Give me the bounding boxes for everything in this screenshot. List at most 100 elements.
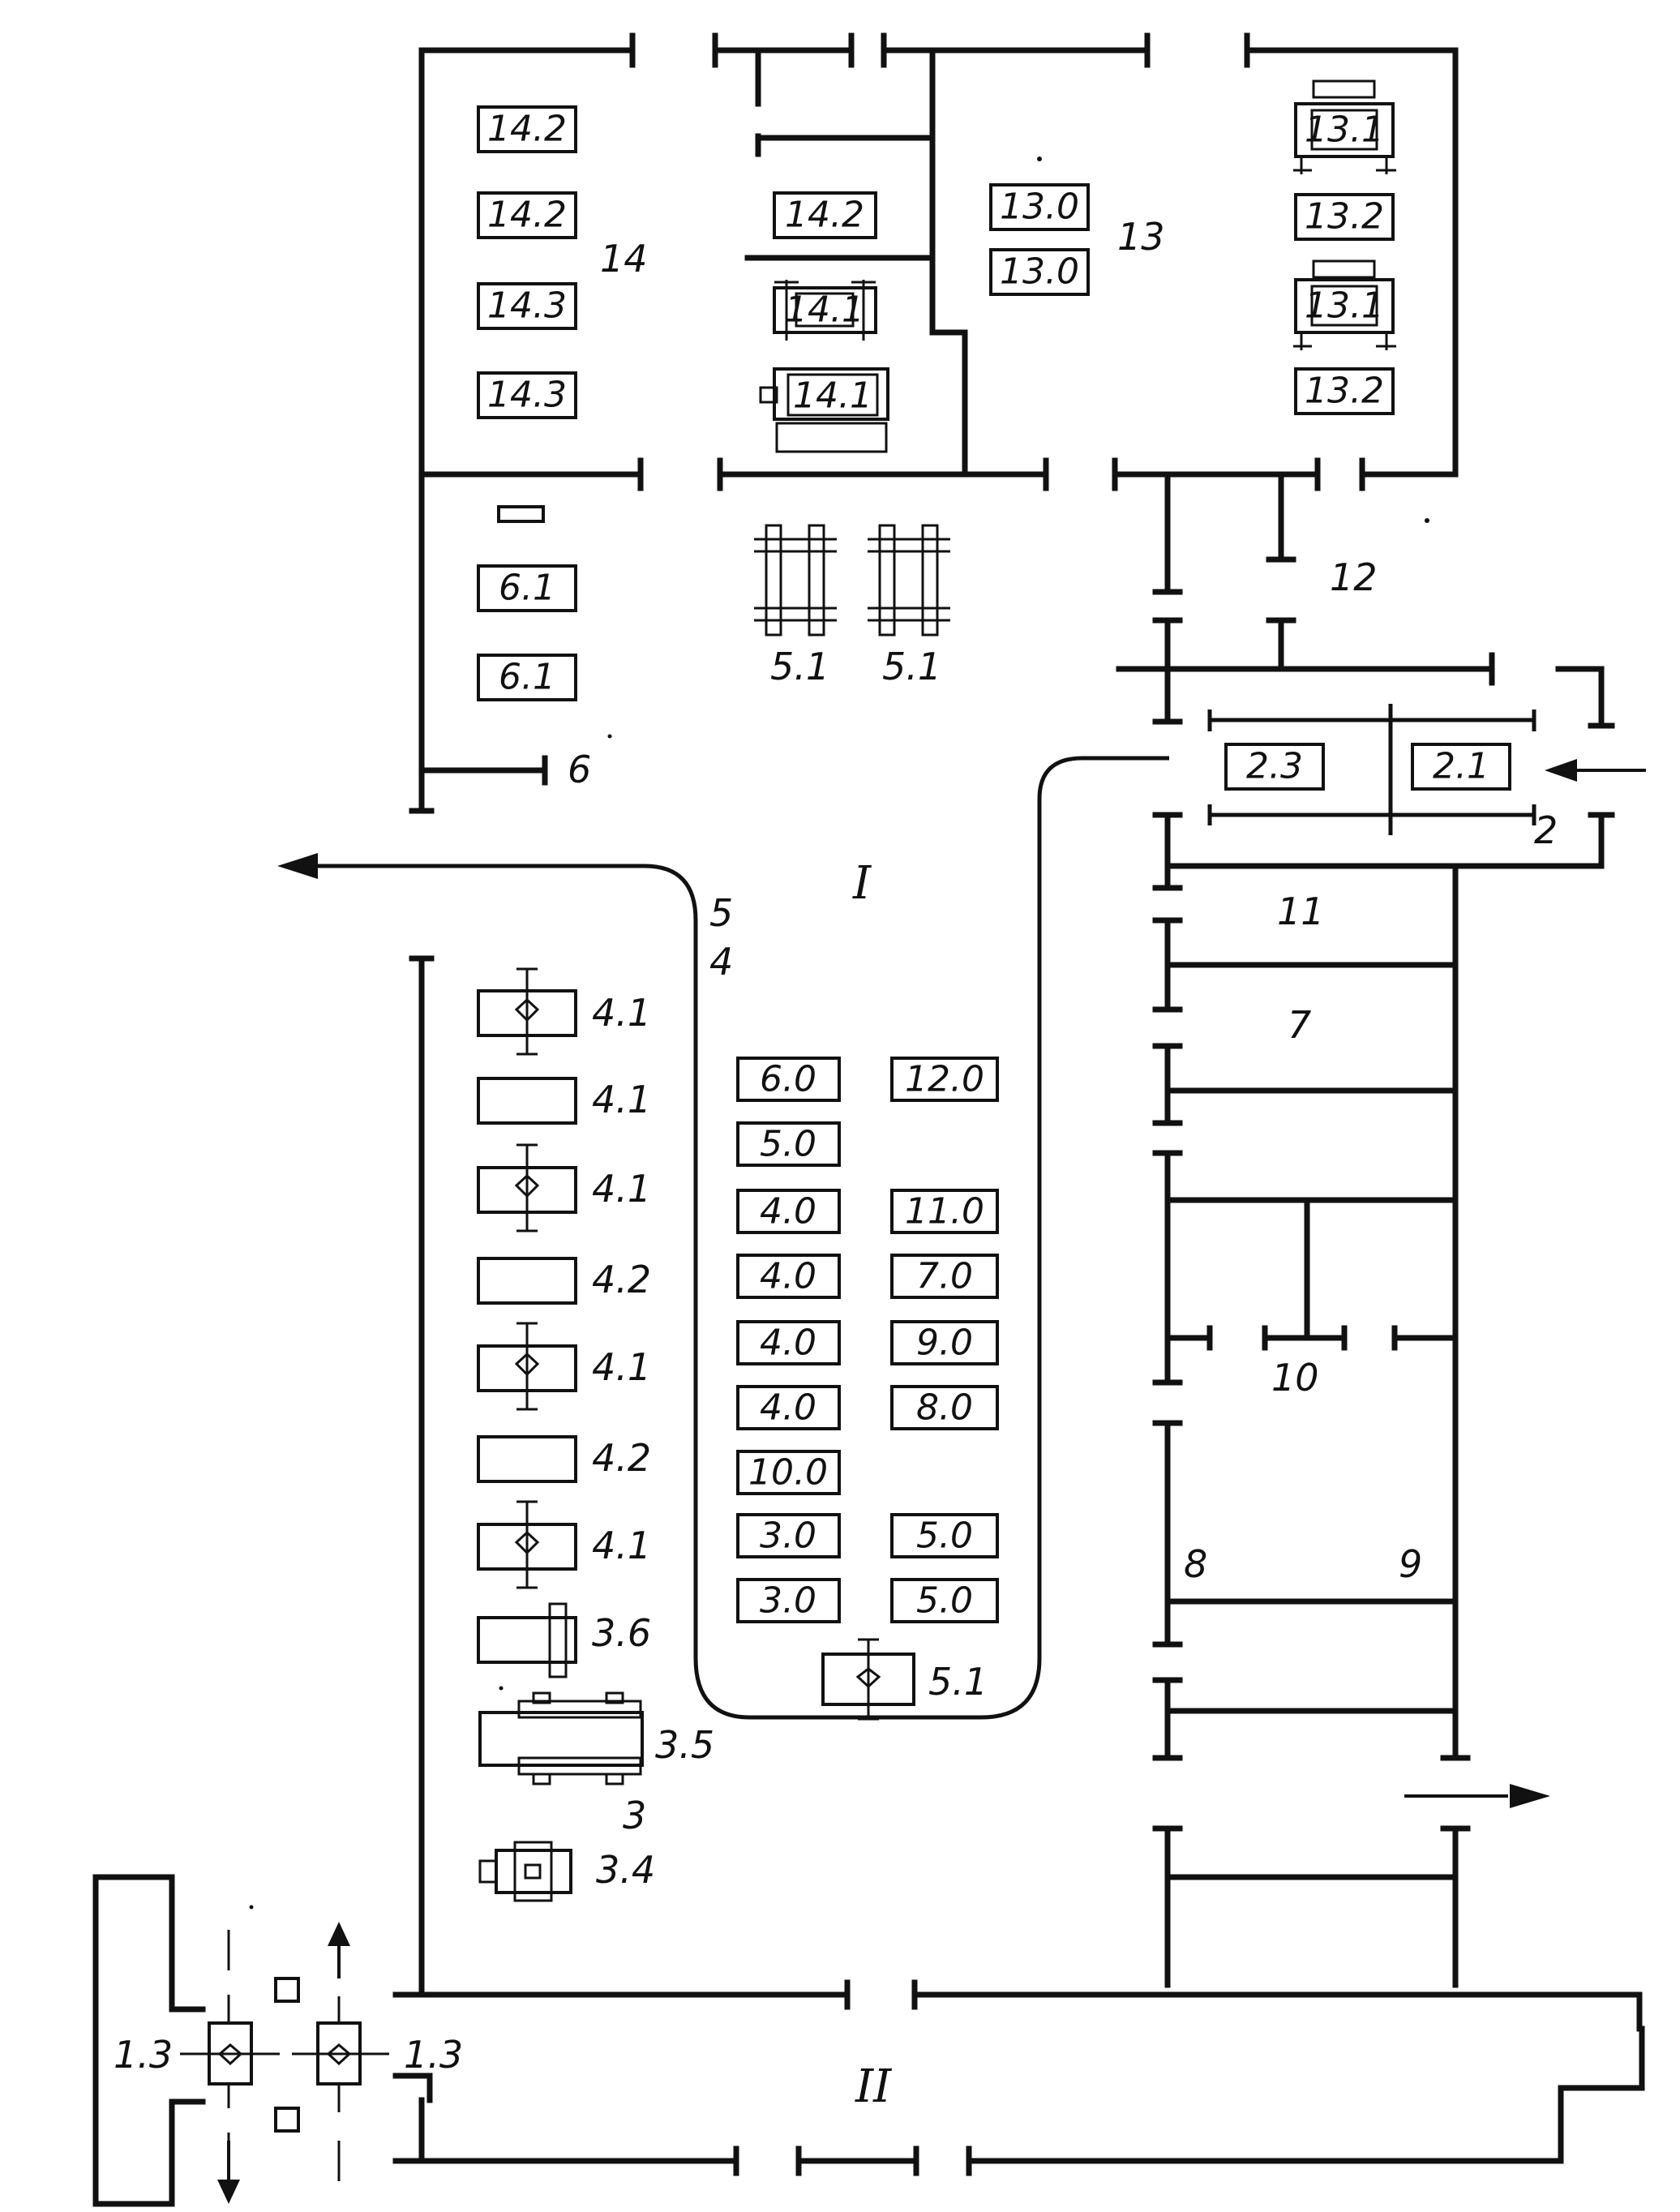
equipment-box[interactable] bbox=[890, 1057, 999, 1102]
equipment-label: 11.0 bbox=[905, 1191, 984, 1232]
machine-label: 4.1 bbox=[592, 1524, 651, 1567]
machine-top bbox=[1312, 79, 1376, 99]
machine-feet bbox=[1293, 332, 1396, 350]
machine-label: 3.6 bbox=[592, 1611, 651, 1655]
equipment-box[interactable] bbox=[773, 191, 877, 239]
center-equipment-right: 12.0 11.0 7.0 9.0 8.0 5.0 5.0 bbox=[890, 1057, 999, 1623]
arrow-left-icon bbox=[1545, 759, 1577, 782]
equipment-box[interactable] bbox=[736, 1057, 841, 1102]
wall-6-bottom bbox=[418, 755, 548, 786]
machine-4-1[interactable] bbox=[477, 967, 577, 1056]
rail-left bbox=[878, 524, 896, 637]
machine-label: 1.3 bbox=[114, 2033, 173, 2077]
equipment-label: 4.0 bbox=[760, 1256, 816, 1297]
equipment-box[interactable] bbox=[736, 1513, 841, 1558]
machine-3-4[interactable] bbox=[478, 1841, 572, 1902]
equipment-box[interactable] bbox=[477, 191, 577, 239]
equipment-label: 14.1 bbox=[793, 375, 872, 417]
equipment-label: 10.0 bbox=[748, 1452, 828, 1494]
equipment-box[interactable] bbox=[477, 371, 577, 419]
machine-box[interactable] bbox=[477, 1077, 577, 1125]
machine-bolt bbox=[532, 1773, 551, 1785]
arrow-down-icon bbox=[217, 2180, 240, 2204]
area-II-label: II bbox=[855, 2060, 893, 2113]
equipment-box[interactable] bbox=[736, 1450, 841, 1495]
zone-14-equipment: 14.2 14.2 14.3 14.3 14.2 14.1 14.1 bbox=[477, 105, 889, 453]
rail-cart[interactable] bbox=[754, 524, 837, 637]
zone-13-label: 13 bbox=[1117, 215, 1165, 259]
machine-3-6[interactable] bbox=[477, 1602, 577, 1678]
equipment-box[interactable] bbox=[736, 1121, 841, 1167]
machine-box[interactable] bbox=[773, 367, 889, 421]
machine-frame bbox=[774, 280, 876, 341]
machine-1-3[interactable] bbox=[292, 1996, 389, 2112]
machine-symbol-icon bbox=[855, 1638, 881, 1721]
equipment-box[interactable] bbox=[736, 1578, 841, 1623]
rail-ties bbox=[868, 538, 950, 622]
machine-3-5[interactable] bbox=[478, 1691, 644, 1785]
equipment-box[interactable] bbox=[1411, 743, 1511, 791]
equipment-box[interactable] bbox=[736, 1320, 841, 1365]
machine-5-1[interactable] bbox=[821, 1638, 915, 1721]
equipment-box[interactable] bbox=[477, 564, 577, 612]
rail-ties bbox=[754, 538, 837, 622]
equipment-box[interactable] bbox=[736, 1189, 841, 1234]
machine-symbol-icon bbox=[514, 1322, 540, 1411]
equipment-box[interactable] bbox=[890, 1513, 999, 1558]
equipment-box[interactable] bbox=[890, 1385, 999, 1430]
equipment-box[interactable] bbox=[1294, 193, 1395, 241]
rail-cart[interactable] bbox=[868, 524, 950, 637]
machine-label: 4.1 bbox=[592, 1078, 651, 1121]
machine-box[interactable] bbox=[477, 1435, 577, 1483]
machine-box[interactable] bbox=[477, 1257, 577, 1305]
zone-4-label: 4 bbox=[709, 940, 733, 984]
equipment-box[interactable] bbox=[890, 1189, 999, 1234]
equipment-label: 7.0 bbox=[916, 1256, 973, 1297]
wall-12-b bbox=[1266, 471, 1296, 563]
equipment-box[interactable] bbox=[477, 654, 577, 701]
machine-4-1[interactable] bbox=[477, 1500, 577, 1589]
machine-side bbox=[759, 386, 778, 404]
zone-2-label: 2 bbox=[1534, 808, 1558, 852]
machine-symbol-icon bbox=[514, 1143, 540, 1232]
equipment-box[interactable] bbox=[989, 183, 1090, 231]
equipment-box[interactable] bbox=[989, 248, 1090, 296]
zone-14-label: 14 bbox=[600, 237, 648, 281]
dot-mark bbox=[607, 734, 612, 739]
equipment-box[interactable] bbox=[1224, 743, 1325, 791]
equipment-box[interactable] bbox=[890, 1578, 999, 1623]
small-box[interactable] bbox=[274, 1977, 300, 2003]
equipment-label: 6.0 bbox=[760, 1059, 816, 1100]
walls bbox=[92, 32, 1645, 2207]
small-box[interactable] bbox=[274, 2107, 300, 2133]
wall-left-lower bbox=[409, 955, 435, 1998]
wall-10-top bbox=[1152, 1150, 1459, 1386]
small-box[interactable] bbox=[497, 505, 545, 523]
machine-1-3[interactable] bbox=[180, 1995, 280, 2108]
machine-label: 1.3 bbox=[404, 2033, 463, 2077]
wall-corridor-top bbox=[392, 1979, 1643, 2032]
equipment-box[interactable] bbox=[890, 1254, 999, 1299]
equipment-label: 5.0 bbox=[760, 1124, 816, 1165]
equipment-box[interactable] bbox=[736, 1385, 841, 1430]
dot-mark bbox=[1037, 156, 1042, 161]
wall-12-bottom bbox=[1116, 652, 1615, 729]
equipment-box[interactable] bbox=[736, 1254, 841, 1299]
machine-top bbox=[517, 1700, 642, 1719]
equipment-box[interactable] bbox=[477, 282, 577, 330]
equipment-box[interactable] bbox=[1294, 367, 1395, 415]
arrow-left-icon bbox=[277, 853, 318, 879]
machine-inner bbox=[1310, 285, 1378, 327]
equipment-box[interactable] bbox=[477, 105, 577, 153]
equipment-box[interactable] bbox=[890, 1320, 999, 1365]
equipment-label: 14.3 bbox=[487, 285, 567, 327]
machine-4-1[interactable] bbox=[477, 1143, 577, 1232]
machine-box bbox=[478, 1711, 644, 1767]
machine-4-1[interactable] bbox=[477, 1322, 577, 1411]
machine-roller bbox=[548, 1602, 568, 1678]
machine-label: 3.4 bbox=[596, 1848, 655, 1892]
equipment-label: 5.0 bbox=[916, 1580, 973, 1622]
arrow-up-icon bbox=[328, 1922, 350, 1946]
machine-inner bbox=[795, 292, 855, 328]
